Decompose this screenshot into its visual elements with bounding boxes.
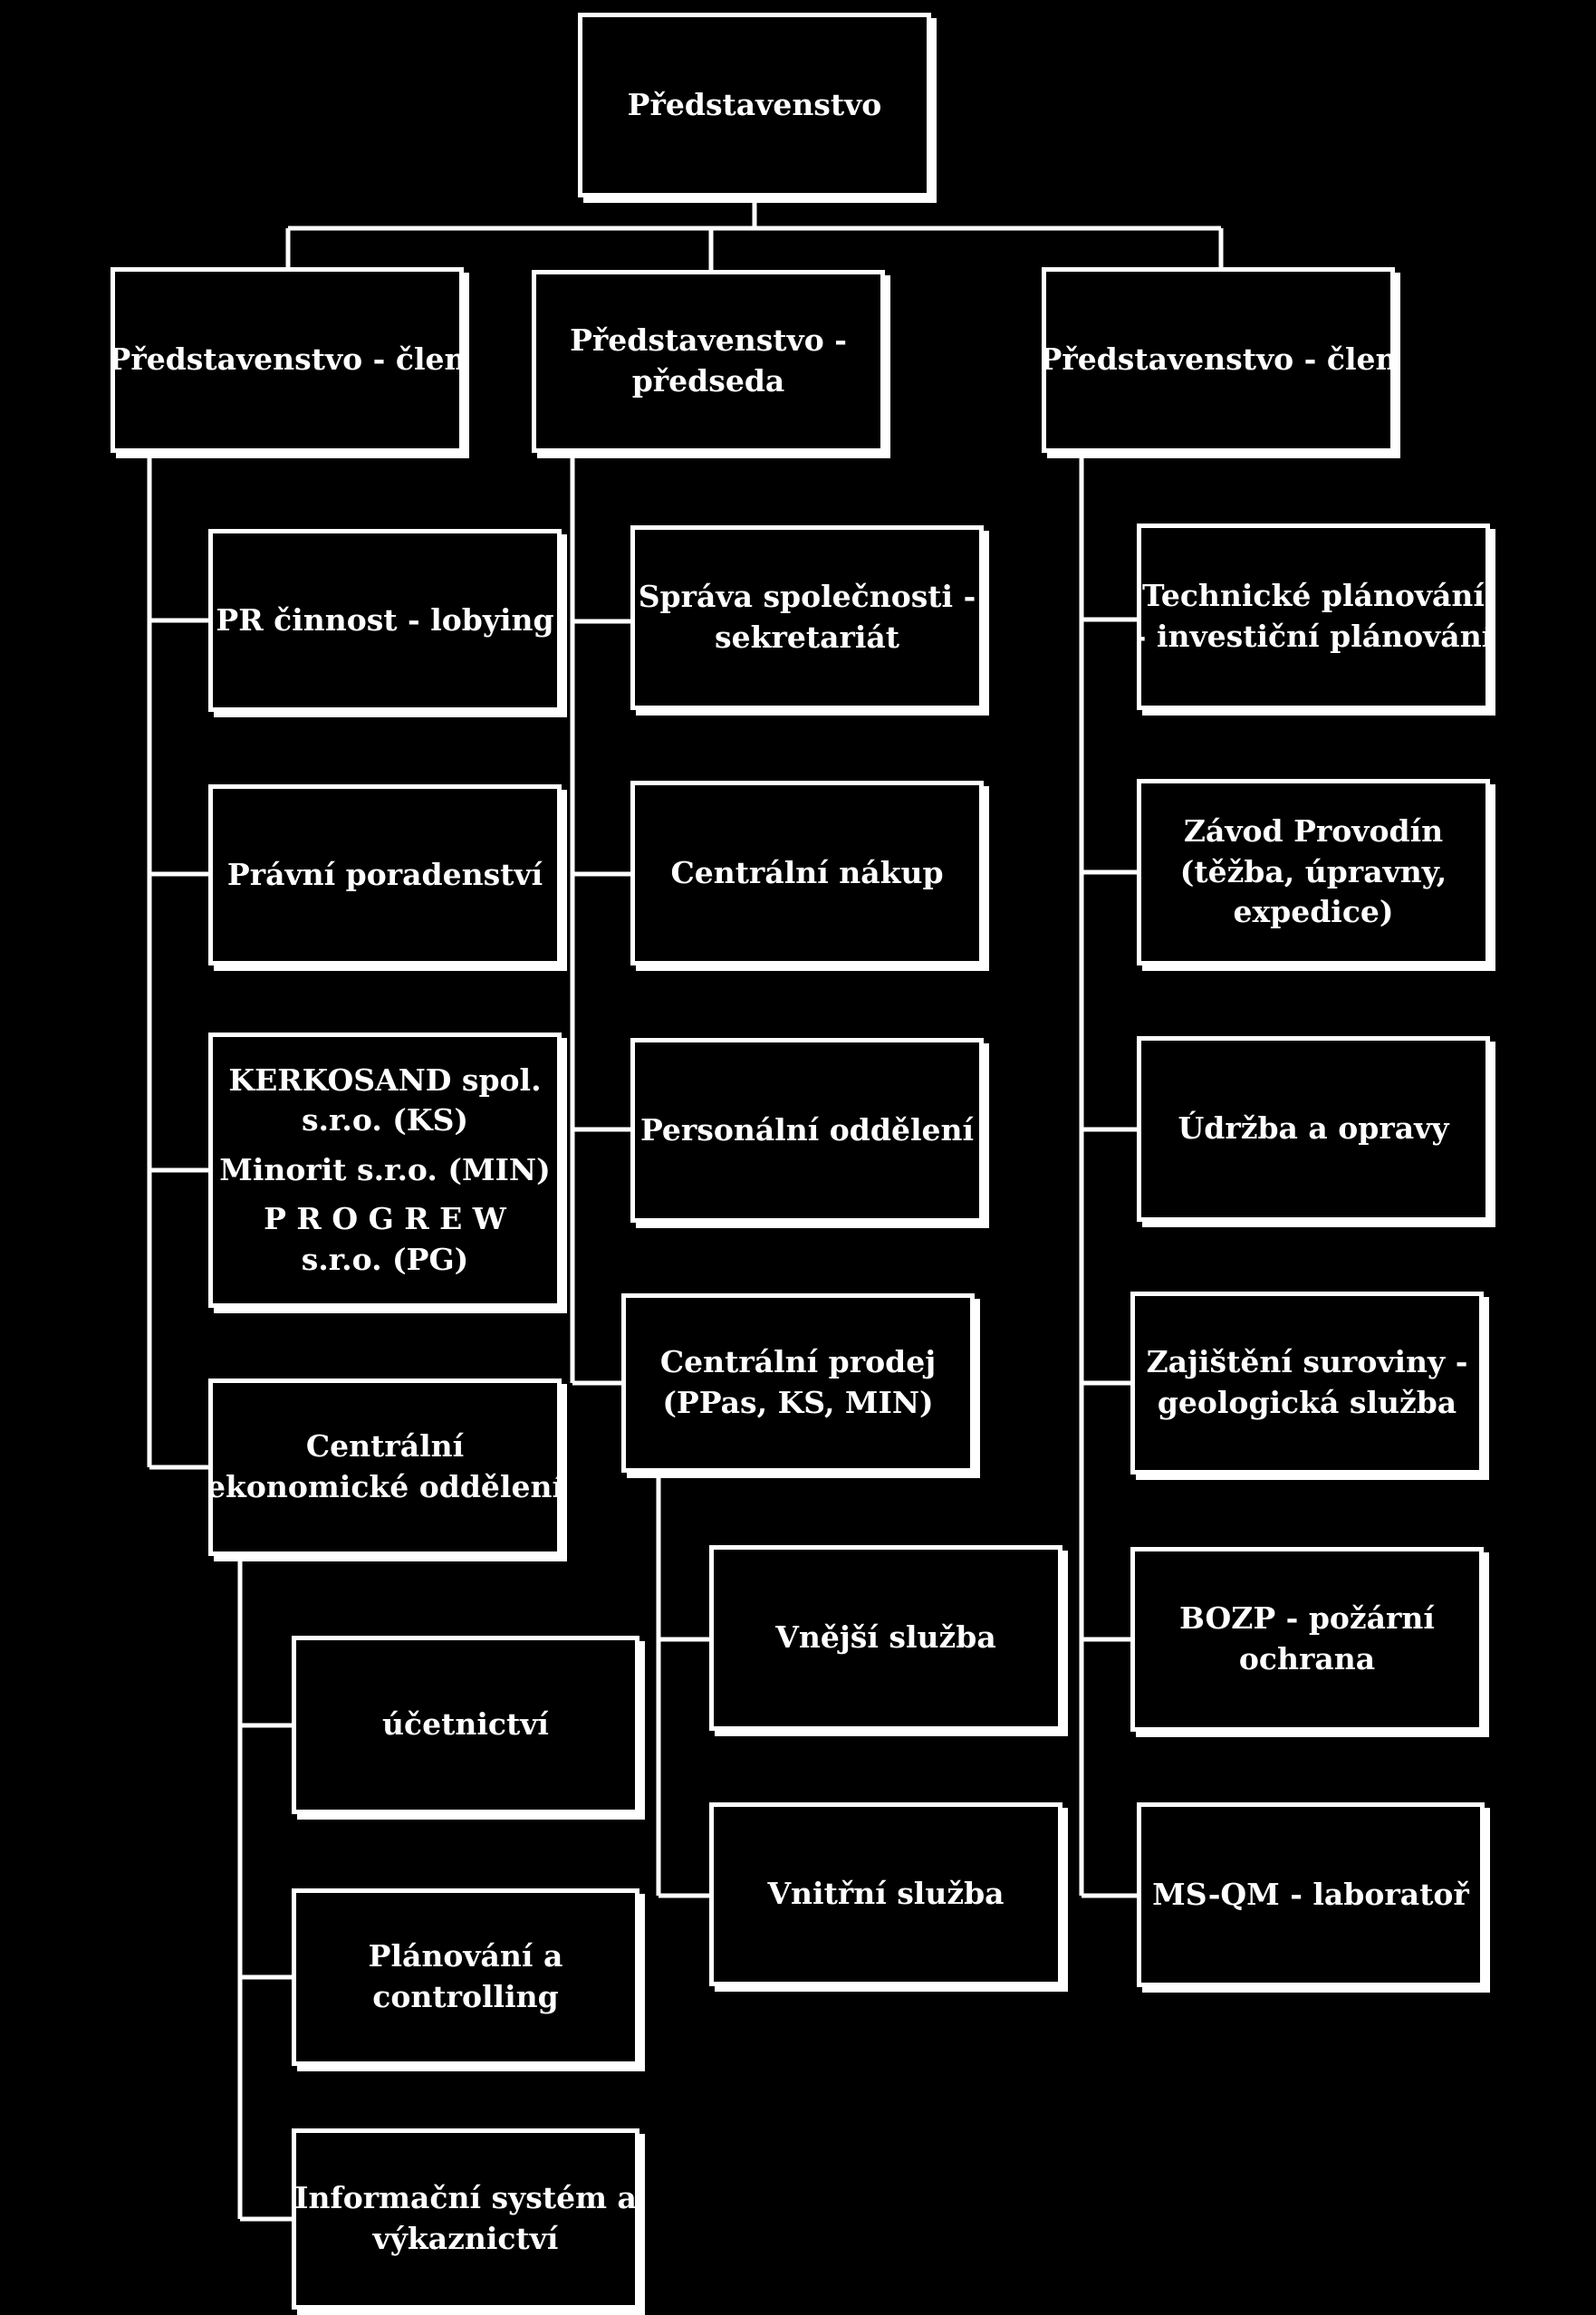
unit-raw-material-box: Zajištění suroviny - geologická služba — [1130, 1292, 1484, 1474]
unit-legal-box: Právní poradenství — [208, 784, 562, 965]
unit-personnel-box: Personální oddělení — [630, 1038, 984, 1223]
unit-safety-box: BOZP - požární ochrana — [1130, 1547, 1484, 1732]
unit-subsidiaries-line3: Minorit s.r.o. (MIN) — [219, 1151, 551, 1187]
unit-planning-line2: controlling — [372, 1979, 559, 2014]
unit-administration-line2: sekretariát — [715, 620, 899, 655]
unit-subsidiaries-line1: KERKOSAND spol. — [228, 1061, 542, 1098]
unit-legal-label: Právní poradenství — [226, 856, 543, 892]
unit-raw-material-line2: geologická služba — [1157, 1385, 1457, 1420]
unit-external-label: Vnější služba — [775, 1619, 996, 1656]
member-center-line1: Představenstvo - — [570, 322, 847, 359]
unit-purchasing-box: Centrální nákup — [630, 781, 984, 965]
unit-accounting-label: účetnictví — [382, 1706, 549, 1743]
unit-internal-box: Vnitřní služba — [709, 1802, 1062, 1986]
unit-subsidiaries-box: KERKOSAND spol. s.r.o. (KS) Minorit s.r.… — [208, 1033, 562, 1308]
unit-economic-line2: ekonomické oddělení — [208, 1469, 562, 1504]
unit-technical-line1: Technické plánování — [1142, 578, 1485, 614]
unit-administration-box: Správa společnosti - sekretariát — [630, 525, 984, 710]
member-left-label: Představenstvo - člen — [111, 341, 464, 378]
unit-internal-label: Vnitřní služba — [767, 1876, 1005, 1912]
unit-economic-box: Centrální ekonomické oddělení — [208, 1378, 562, 1556]
unit-external-box: Vnější služba — [709, 1545, 1062, 1731]
unit-planning-box: Plánování a controlling — [292, 1888, 639, 2066]
unit-infosystem-line1: Informační systém a — [294, 2180, 637, 2216]
unit-infosystem-box: Informační systém a výkaznictví — [292, 2128, 639, 2310]
unit-personnel-label: Personální oddělení — [639, 1111, 975, 1148]
unit-plant-line1: Závod Provodín — [1183, 813, 1444, 850]
unit-administration-line1: Správa společnosti - — [638, 579, 976, 615]
member-left-box: Představenstvo - člen — [111, 267, 464, 453]
unit-subsidiaries-line2: s.r.o. (KS) — [301, 1102, 469, 1138]
member-center-line2: předseda — [631, 363, 785, 399]
member-right-label: Představenstvo - člen — [1042, 341, 1395, 378]
unit-subsidiaries-line4: P R O G R E W — [264, 1201, 506, 1237]
unit-pr-box: PR činnost - lobying — [208, 529, 562, 712]
unit-lab-label: MS-QM - laboratoř — [1152, 1876, 1469, 1912]
member-center-box: Představenstvo - předseda — [532, 270, 885, 453]
unit-raw-material-line1: Zajištění suroviny - — [1146, 1344, 1468, 1380]
unit-sales-box: Centrální prodej (PPas, KS, MIN) — [621, 1293, 975, 1473]
unit-infosystem-line2: výkaznictví — [372, 2221, 559, 2256]
unit-maintenance-label: Údržba a opravy — [1178, 1110, 1449, 1147]
unit-safety-line2: ochrana — [1238, 1641, 1376, 1676]
unit-technical-box: Technické plánování - investiční plánová… — [1137, 524, 1490, 710]
board-label: Představenstvo — [627, 86, 882, 122]
unit-sales-line1: Centrální prodej — [659, 1344, 937, 1380]
board-box: Představenstvo — [578, 13, 931, 197]
unit-lab-box: MS-QM - laboratoř — [1137, 1802, 1485, 1987]
unit-plant-line2: (těžba, úpravny, — [1179, 853, 1447, 889]
member-right-box: Představenstvo - člen — [1042, 267, 1395, 453]
unit-pr-label: PR činnost - lobying — [216, 601, 554, 638]
unit-safety-line1: BOZP - požární — [1179, 1600, 1435, 1637]
unit-accounting-box: účetnictví — [292, 1636, 639, 1814]
unit-subsidiaries-line5: s.r.o. (PG) — [301, 1241, 469, 1277]
unit-economic-line1: Centrální — [305, 1428, 465, 1465]
unit-maintenance-box: Údržba a opravy — [1137, 1036, 1490, 1222]
unit-sales-line2: (PPas, KS, MIN) — [662, 1385, 934, 1420]
unit-technical-line2: - investiční plánování — [1137, 619, 1490, 654]
unit-purchasing-label: Centrální nákup — [670, 854, 944, 890]
unit-planning-line1: Plánování a — [368, 1938, 563, 1974]
unit-plant-box: Závod Provodín (těžba, úpravny, expedice… — [1137, 779, 1490, 965]
unit-plant-line3: expedice) — [1233, 894, 1394, 930]
